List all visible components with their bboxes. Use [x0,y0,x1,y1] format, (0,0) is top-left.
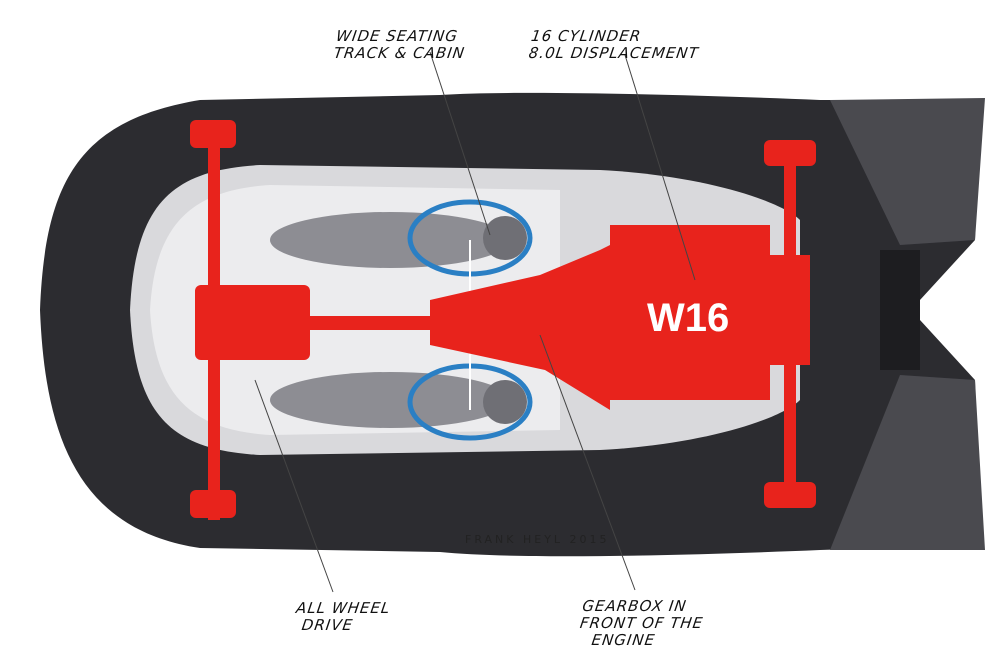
label-16-cylinder: 16 cylinder 8.0l displacement [527,27,703,62]
label-line: Wide seating [335,27,460,45]
artist-signature: FRANK HEYL 2015 [465,533,610,546]
rear-wing [830,98,985,550]
leader-lines [254,51,696,593]
drivetrain [190,120,816,520]
rear-diffuser [880,250,920,370]
label-line: 8.0l displacement [527,44,701,62]
label-line: front of the [578,614,705,632]
label-line: Gearbox in [581,597,688,615]
label-gearbox: Gearbox in front of the engine [576,597,706,649]
label-line: track & cabin [332,44,467,62]
label-all-wheel-drive: All wheel drive [293,599,392,634]
label-wide-seating: Wide seating track & cabin [332,27,469,62]
label-line: All wheel [295,599,392,617]
engine-badge: W16 [647,296,730,340]
label-line: drive [300,616,355,634]
label-line: 16 cylinder [530,27,643,45]
label-line: engine [590,631,657,649]
